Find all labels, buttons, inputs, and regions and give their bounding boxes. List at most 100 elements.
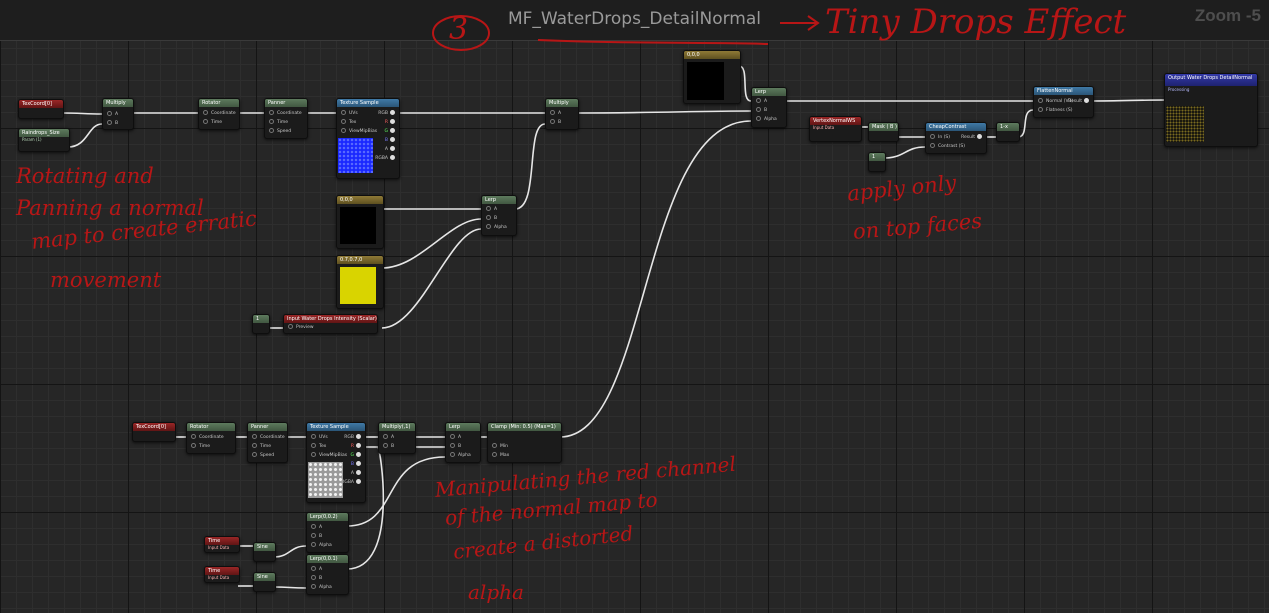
pin-flatness[interactable]: Flatness (S) (1038, 107, 1072, 113)
time-node[interactable]: Time Input Data (204, 566, 240, 583)
pin-a[interactable]: A (756, 98, 767, 104)
raindrops-size-node[interactable]: Raindrops_Size Param (1) (18, 128, 70, 152)
wire (61, 112, 103, 115)
pin-coordinate[interactable]: Coordinate (252, 434, 285, 440)
pin-speed[interactable]: Speed (252, 452, 274, 458)
one-minus-node[interactable]: 1-x (996, 122, 1020, 142)
multiply-node[interactable]: Multiply(,1) A B (378, 422, 416, 454)
pin-b[interactable]: B (550, 119, 561, 125)
pin-contrast[interactable]: Contrast (S) (930, 143, 965, 149)
pin-rgba[interactable]: RGBA (375, 155, 395, 161)
pin-alpha[interactable]: Alpha (756, 116, 777, 122)
pin-a[interactable]: A (383, 434, 394, 440)
pin-tex[interactable]: Tex (311, 443, 326, 449)
pin-result[interactable]: Result (1068, 98, 1089, 104)
pin-b[interactable]: B (450, 443, 461, 449)
node-subtitle: Processing (1168, 87, 1190, 92)
texcoord-node[interactable]: TexCoord[0] (132, 422, 176, 442)
pin-alpha[interactable]: Alpha (450, 452, 471, 458)
pin-in[interactable]: In (S) (930, 134, 950, 140)
pin-a[interactable]: A (450, 434, 461, 440)
texcoord-node[interactable]: TexCoord[0] (18, 99, 64, 119)
wire (1091, 99, 1167, 102)
clamp-node[interactable]: Clamp (Min: 0.5) (Max=1) Min Max (487, 422, 562, 463)
graph-title-bar: MF_WaterDrops_DetailNormal Zoom -5 (0, 0, 1269, 41)
pin-rgb[interactable]: RGB (378, 110, 395, 116)
pin-uvs[interactable]: UVs (341, 110, 358, 116)
pin-b-out[interactable]: B (385, 137, 395, 143)
pin-g[interactable]: G (385, 128, 396, 134)
pin-b[interactable]: B (383, 443, 394, 449)
pin-normal[interactable]: Normal (V3) (1038, 98, 1073, 104)
pin-time[interactable]: Time (191, 443, 210, 449)
pin-b[interactable]: B (486, 215, 497, 221)
pin-preview[interactable]: Preview (288, 324, 314, 330)
pin-time[interactable]: Time (269, 119, 288, 125)
constant-color-node[interactable]: 0,0,0 (336, 195, 384, 249)
panner-node[interactable]: Panner Coordinate Time Speed (264, 98, 308, 139)
panner-node[interactable]: Panner Coordinate Time Speed (247, 422, 288, 463)
intensity-parameter-node[interactable]: Input Water Drops Intensity (Scalar) Pre… (283, 314, 378, 334)
lerp-node[interactable]: Lerp A B Alpha (751, 87, 787, 128)
wire (273, 586, 307, 589)
lerp-node[interactable]: Lerp A B Alpha (481, 195, 517, 236)
pin-result[interactable]: Result (961, 134, 982, 140)
pin-a[interactable]: A (550, 110, 561, 116)
lerp-node[interactable]: Lerp(0,0.2) A B Alpha (306, 512, 349, 553)
pin-a[interactable]: A (107, 111, 118, 117)
pin-rgb[interactable]: RGB (344, 434, 361, 440)
time-node[interactable]: Time Input Data (204, 536, 240, 553)
pin-b[interactable]: B (311, 533, 322, 539)
pin-b-out[interactable]: B (351, 461, 361, 467)
pin-time[interactable]: Time (203, 119, 222, 125)
pin-b[interactable]: B (756, 107, 767, 113)
pin-a[interactable]: A (311, 566, 322, 572)
lerp-node[interactable]: Lerp A B Alpha (445, 422, 481, 463)
pin-alpha[interactable]: Alpha (486, 224, 507, 230)
pin-g[interactable]: G (351, 452, 362, 458)
cheap-contrast-node[interactable]: CheapContrast In (S) Contrast (S) Result (925, 122, 987, 154)
pin-speed[interactable]: Speed (269, 128, 291, 134)
pin-a[interactable]: A (311, 524, 322, 530)
sine-node[interactable]: Sine (253, 572, 276, 592)
node-title: Time (205, 567, 239, 575)
pin-tex[interactable]: Tex (341, 119, 356, 125)
pin-a[interactable]: A (486, 206, 497, 212)
rotator-node[interactable]: Rotator Coordinate Time (198, 98, 240, 130)
multiply-node[interactable]: Multiply A B (545, 98, 579, 130)
pin-r[interactable]: R (351, 443, 361, 449)
constant-node[interactable]: 1 (868, 152, 886, 172)
pin-r[interactable]: R (385, 119, 395, 125)
pin-b[interactable]: B (107, 120, 118, 126)
pin-max[interactable]: Max (492, 452, 509, 458)
pin-uvs[interactable]: UVs (311, 434, 328, 440)
constant-color-node[interactable]: 0.7,0.7,0 (336, 255, 384, 309)
multiply-node[interactable]: Multiply A B (102, 98, 134, 130)
pin-viewmipbias[interactable]: ViewMipBias (341, 128, 377, 134)
pin-coordinate[interactable]: Coordinate (191, 434, 224, 440)
pin-b[interactable]: B (311, 575, 322, 581)
texture-sample-node[interactable]: Texture Sample UVs Tex ViewMipBias RGB R… (336, 98, 400, 179)
pin-coordinate[interactable]: Coordinate (269, 110, 302, 116)
node-title: Texture Sample (337, 99, 399, 107)
lerp-node[interactable]: Lerp(0,0.1) A B Alpha (306, 554, 349, 595)
pin-coordinate[interactable]: Coordinate (203, 110, 236, 116)
pin-alpha[interactable]: Alpha (311, 584, 332, 590)
vertex-normal-node[interactable]: VertexNormalWS Input Data (809, 116, 862, 142)
graph-title: MF_WaterDrops_DetailNormal (507, 9, 762, 29)
constant-color-node[interactable]: 0,0,0 (683, 50, 741, 104)
flatten-normal-node[interactable]: FlattenNormal Normal (V3) Flatness (S) R… (1033, 86, 1094, 118)
rotator-node[interactable]: Rotator Coordinate Time (186, 422, 236, 454)
pin-time[interactable]: Time (252, 443, 271, 449)
pin-a-out[interactable]: A (385, 146, 395, 152)
pin-rgba[interactable]: RGBA (341, 479, 361, 485)
pin-min[interactable]: Min (492, 443, 508, 449)
mask-node[interactable]: Mask ( B ) (868, 122, 899, 142)
pin-a-out[interactable]: A (351, 470, 361, 476)
constant-node[interactable]: 1 (252, 314, 270, 334)
pin-viewmipbias[interactable]: ViewMipBias (311, 452, 347, 458)
pin-alpha[interactable]: Alpha (311, 542, 332, 548)
texture-sample-node[interactable]: Texture Sample UVs Tex ViewMipBias RGB R… (306, 422, 366, 503)
function-output-node[interactable]: Output Water Drops DetailNormal Processi… (1164, 73, 1258, 147)
sine-node[interactable]: Sine (253, 542, 276, 562)
